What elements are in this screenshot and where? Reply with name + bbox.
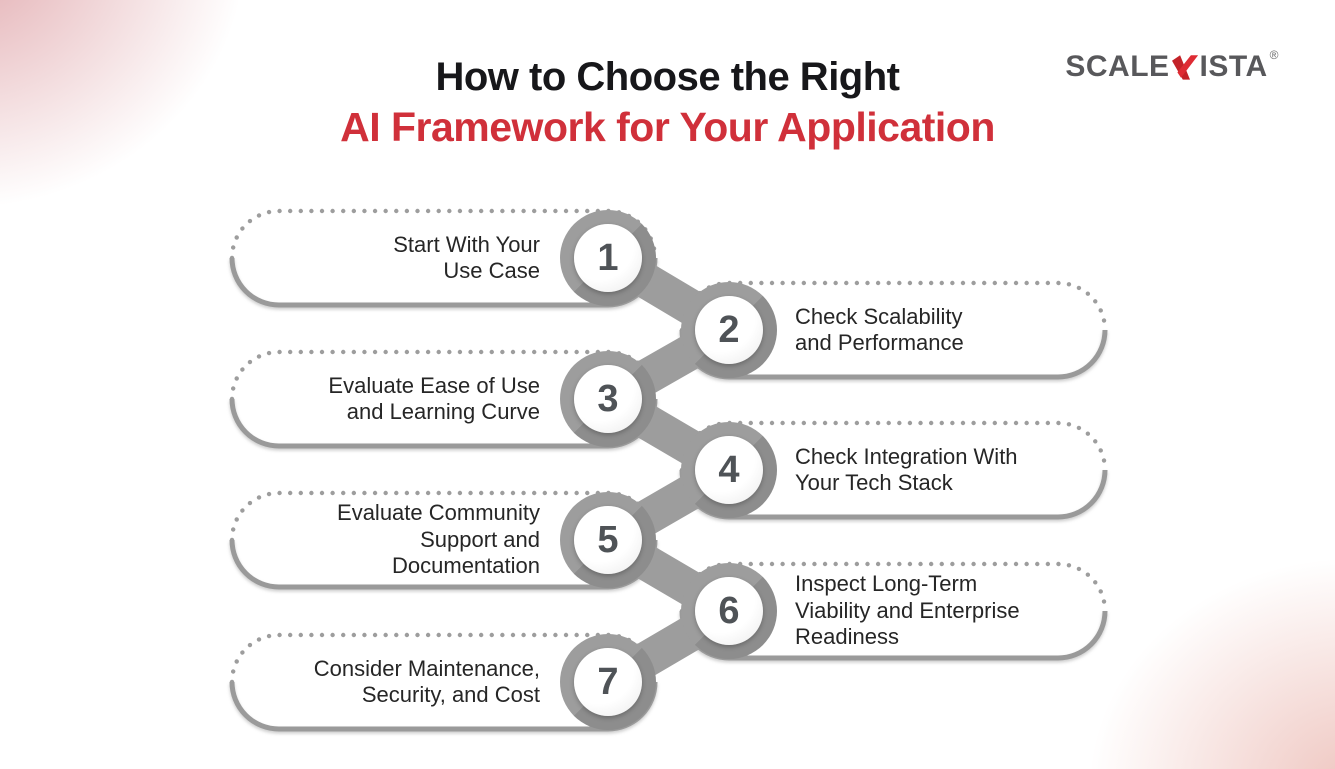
registered-mark: ® [1269,48,1279,62]
step-number: 7 [574,648,642,716]
step-number-circle-5: 5 [560,492,656,588]
step-number: 6 [695,577,763,645]
step-number-circle-3: 3 [560,351,656,447]
page-title: How to Choose the Right AI Framework for… [0,52,1335,153]
logo-v-icon [1171,54,1199,86]
step-label-1: Start With Your Use Case [393,231,540,284]
logo-text-ista: ISTA [1199,50,1268,83]
step-number-circle-4: 4 [681,422,777,518]
step-number-circle-2: 2 [681,282,777,378]
step-number-circle-6: 6 [681,563,777,659]
step-label-3: Evaluate Ease of Use and Learning Curve [328,372,540,425]
step-number-circle-7: 7 [560,634,656,730]
brand-logo: SCALE ISTA ® [1065,48,1279,86]
step-label-6: Inspect Long-Term Viability and Enterpri… [795,571,1020,650]
step-number: 3 [574,365,642,433]
step-label-5: Evaluate Community Support and Documenta… [337,500,540,579]
step-number: 2 [695,296,763,364]
step-label-2: Check Scalability and Performance [795,303,964,356]
step-number: 1 [574,224,642,292]
step-number: 5 [574,506,642,574]
title-line-2: AI Framework for Your Application [340,104,995,150]
title-line-1: How to Choose the Right [435,55,900,99]
logo-text-scale: SCALE [1065,50,1170,83]
step-number-circle-1: 1 [560,210,656,306]
step-label-7: Consider Maintenance, Security, and Cost [313,655,540,708]
step-number: 4 [695,436,763,504]
step-label-4: Check Integration With Your Tech Stack [795,443,1018,496]
